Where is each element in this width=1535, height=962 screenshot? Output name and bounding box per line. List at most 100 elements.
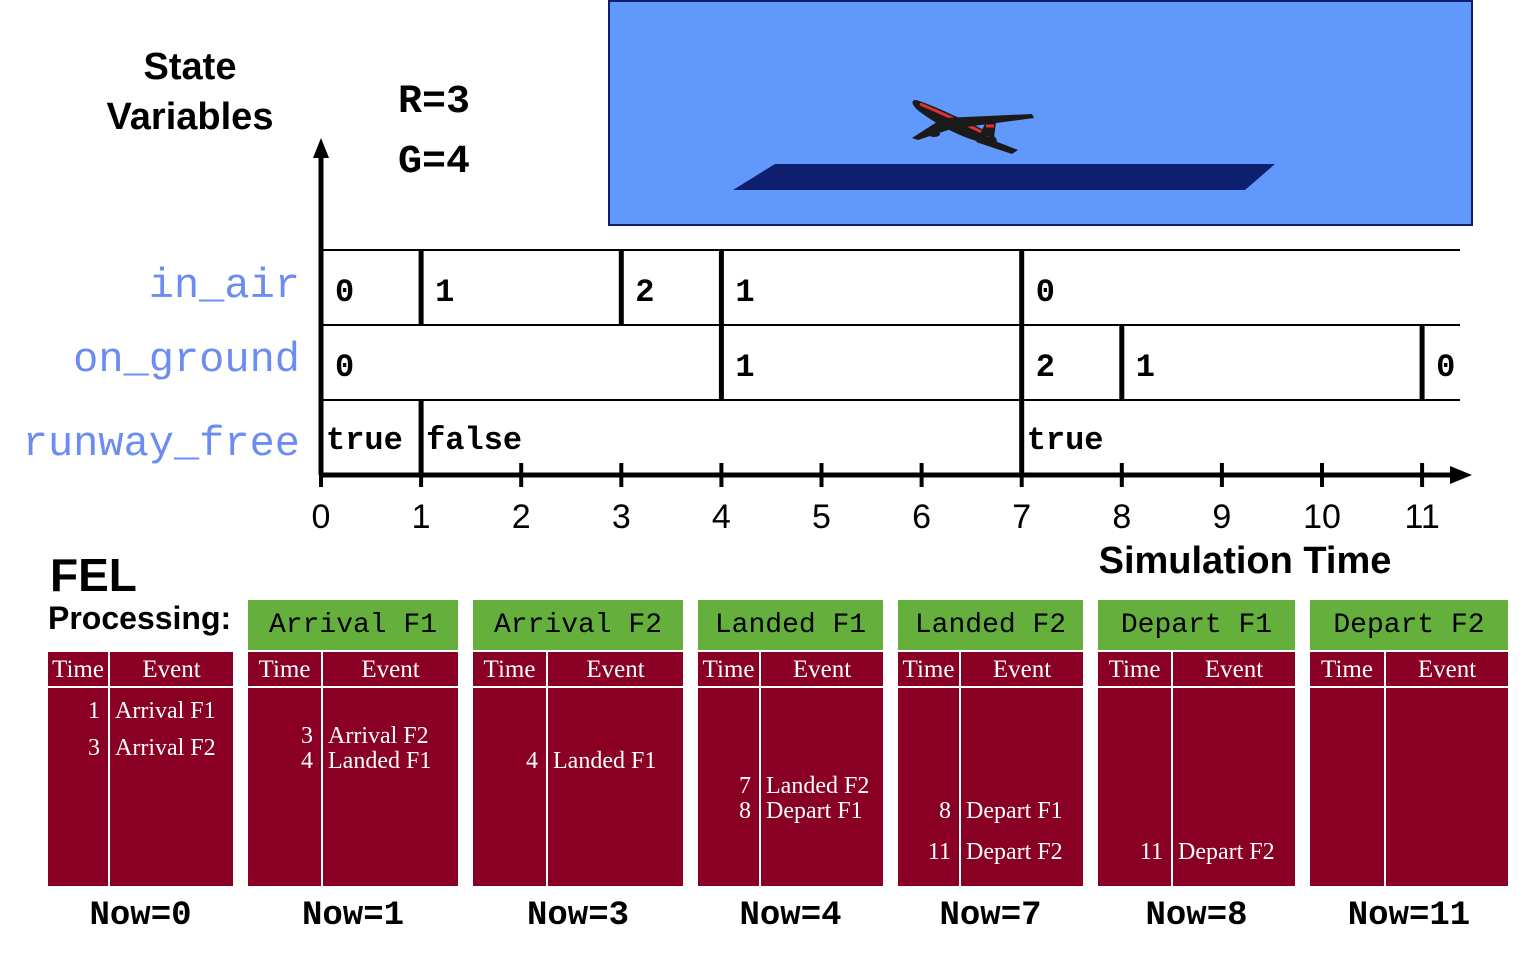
- fel-event-header: Event: [142, 656, 201, 683]
- fel-time-header: Time: [1321, 656, 1373, 683]
- fel-event-header: Event: [1204, 656, 1264, 683]
- fel-entry-event: Arrival F2: [115, 735, 216, 761]
- fel-entry-event: Depart F2: [966, 839, 1063, 865]
- param-g: G=4: [398, 140, 471, 185]
- fel-column-divider: [759, 652, 761, 886]
- in-air-value: 2: [635, 274, 655, 311]
- fel-entry-event: Depart F1: [766, 798, 863, 824]
- fel-entry-time: 4: [301, 748, 313, 774]
- on-ground-value: 0: [1436, 349, 1456, 386]
- fel-time-header: Time: [258, 656, 311, 683]
- fel-header-divider: [1098, 686, 1295, 688]
- fel-time-header: Time: [902, 656, 955, 683]
- in-air-value: 0: [335, 274, 355, 311]
- fel-entry-event: Landed F1: [553, 748, 657, 774]
- x-axis-label: Simulation Time: [1098, 540, 1392, 582]
- fel-entry-event: Arrival F1: [115, 698, 216, 724]
- x-tick-label: 10: [1303, 498, 1341, 536]
- fel-header-divider: [473, 686, 683, 688]
- var-label-runway-free: runway_free: [22, 420, 300, 468]
- fel-header-divider: [698, 686, 883, 688]
- timeline: [313, 138, 1472, 487]
- in-air-value: 1: [435, 274, 455, 311]
- fel-title: FEL: [50, 549, 137, 601]
- fel-entry-time: 3: [88, 735, 100, 761]
- x-tick-label: 4: [711, 498, 731, 536]
- y-axis-arrow: [313, 138, 329, 158]
- x-tick-label: 2: [511, 498, 531, 536]
- x-tick-label: 5: [812, 498, 831, 536]
- on-ground-value: 2: [1035, 349, 1055, 386]
- fel-time-header: Time: [52, 656, 104, 683]
- title-line-2: Variables: [106, 96, 274, 138]
- now-label: Now=4: [739, 897, 842, 935]
- fel-entry-time: 1: [88, 698, 100, 724]
- fel-column-divider: [321, 652, 323, 886]
- on-ground-value: 0: [335, 349, 355, 386]
- fel-entry-time: 11: [927, 839, 951, 865]
- fel-header-divider: [248, 686, 458, 688]
- fel-event-header: Event: [792, 656, 852, 683]
- processing-event-label: Landed F2: [898, 600, 1083, 650]
- fel-column-divider: [1171, 652, 1173, 886]
- fel-event-header: Event: [586, 656, 645, 683]
- fel-event-header: Event: [1417, 656, 1477, 683]
- runway-free-value: false: [426, 422, 523, 459]
- in-air-value: 0: [1035, 274, 1055, 311]
- fel-entry-time: 11: [1139, 839, 1163, 865]
- on-ground-value: 1: [735, 349, 755, 386]
- now-label: Now=11: [1347, 897, 1471, 935]
- title-line-1: State: [143, 46, 237, 88]
- x-tick-label: 3: [611, 498, 631, 536]
- on-ground-value: 1: [1135, 349, 1155, 386]
- runway-scene: [733, 100, 1275, 190]
- processing-event-label: Arrival F1: [248, 600, 458, 650]
- fel-entry-time: 3: [301, 723, 313, 749]
- processing-event-label: Landed F1: [698, 600, 883, 650]
- fel-entry-event: Landed F2: [766, 773, 870, 799]
- x-tick-label: 8: [1112, 498, 1132, 536]
- fel-header-divider: [48, 686, 233, 688]
- x-tick-label: 0: [311, 498, 331, 536]
- x-axis-arrow: [1450, 466, 1472, 484]
- processing-event-label: Depart F1: [1098, 600, 1295, 650]
- x-tick-label: 1: [411, 498, 431, 536]
- fel-time-header: Time: [483, 656, 536, 683]
- runway-shape: [733, 164, 1275, 190]
- fel-entry-event: Arrival F2: [328, 723, 429, 749]
- in-air-value: 1: [735, 274, 755, 311]
- fel-header-divider: [1310, 686, 1508, 688]
- fel-table: Time Event 4 Landed F1: [473, 652, 683, 886]
- fel-time-header: Time: [1108, 656, 1161, 683]
- param-r: R=3: [398, 80, 471, 125]
- now-label: Now=8: [1145, 897, 1248, 935]
- x-tick-label: 9: [1212, 498, 1232, 536]
- fel-entry-event: Landed F1: [328, 748, 432, 774]
- fel-table: Time Event 1 Arrival F1 3 Arrival F2: [48, 652, 233, 886]
- now-label: Now=3: [526, 897, 630, 935]
- runway-free-value: true: [326, 422, 403, 459]
- now-label: Now=1: [301, 897, 405, 935]
- var-label-on-ground: on_ground: [73, 336, 300, 384]
- fel-entry-time: 4: [526, 748, 538, 774]
- fel-column-divider: [108, 652, 110, 886]
- fel-column-divider: [1384, 652, 1386, 886]
- fel-column-divider: [546, 652, 548, 886]
- now-label: Now=0: [89, 897, 192, 935]
- processing-event-label: Arrival F2: [473, 600, 683, 650]
- airport-illustration: [608, 0, 1473, 226]
- fel-header-divider: [898, 686, 1083, 688]
- x-tick-label: 7: [1012, 498, 1032, 536]
- runway-free-value: true: [1026, 422, 1104, 459]
- x-tick-label: 11: [1404, 498, 1440, 536]
- fel-entry-time: 8: [939, 798, 951, 824]
- fel-event-header: Event: [992, 656, 1052, 683]
- airplane-icon: [912, 100, 1034, 154]
- fel-entry-time: 8: [739, 798, 751, 824]
- var-label-in-air: in_air: [148, 262, 300, 310]
